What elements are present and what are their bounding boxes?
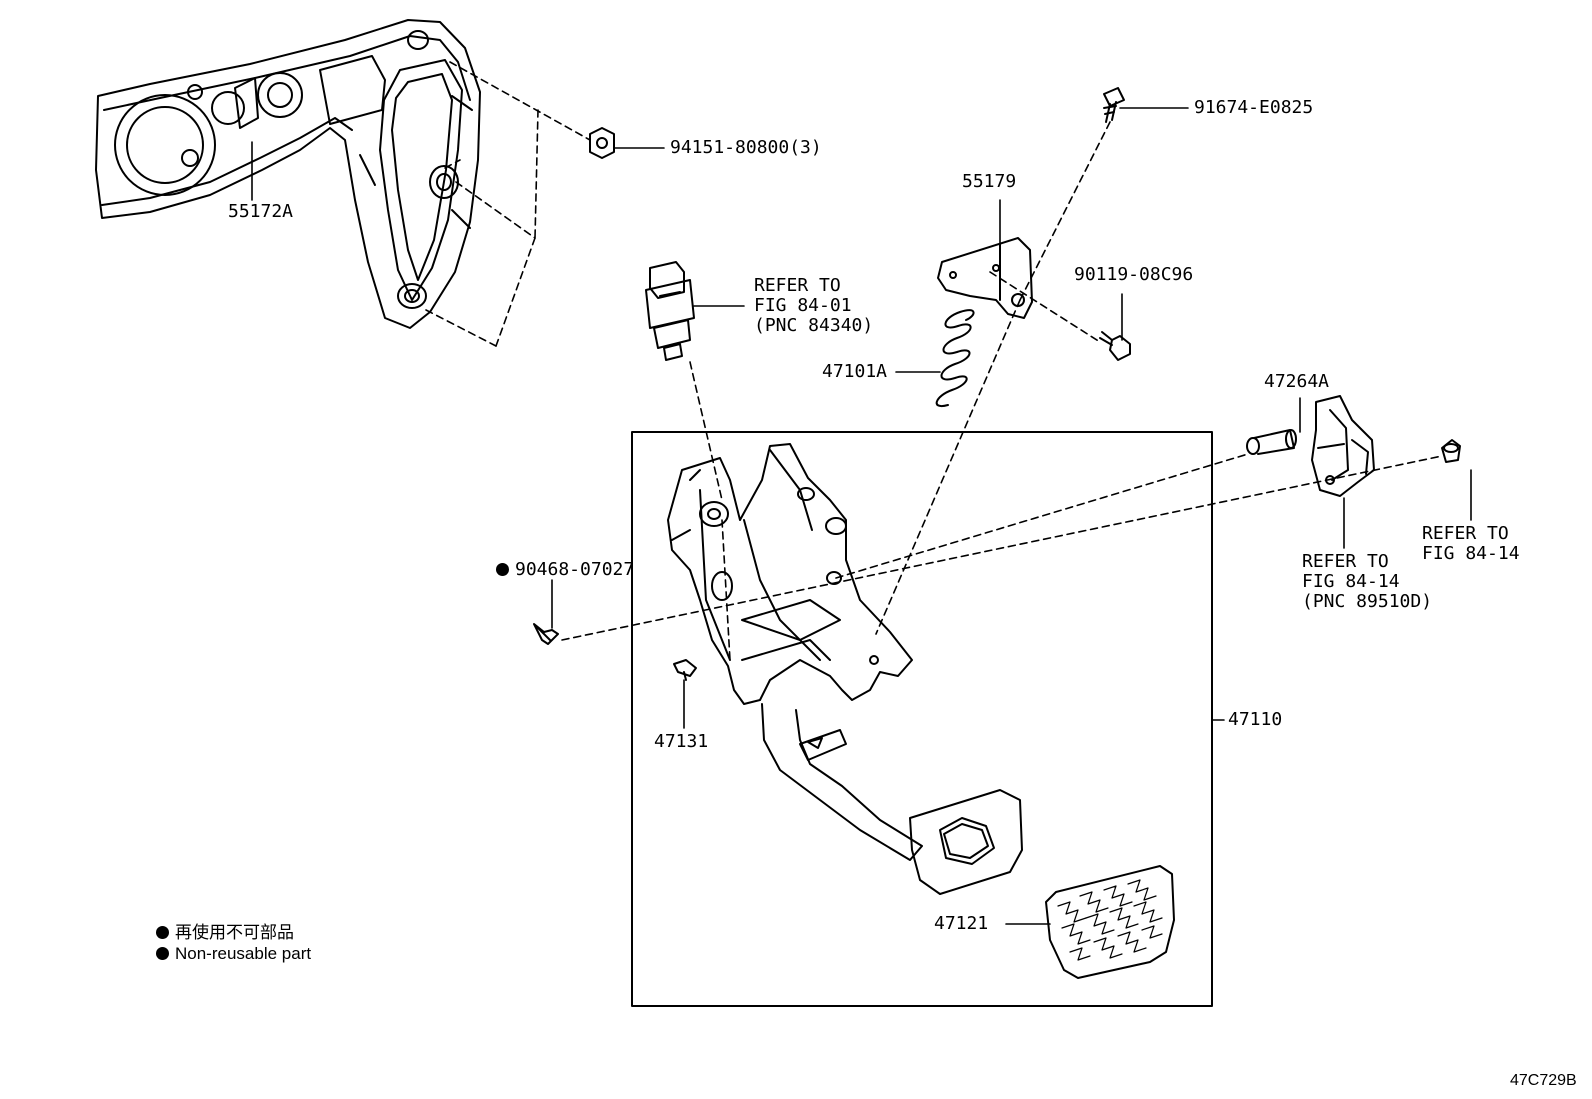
label-47101a: 47101A	[822, 361, 888, 382]
label-47110: 47110	[1228, 709, 1283, 730]
pad-cover-47121-drawing	[1045, 865, 1175, 979]
leader-lines	[251, 107, 1472, 925]
non-reusable-marker	[496, 563, 509, 576]
nut-94151-drawing	[589, 127, 615, 159]
legend-japanese: 再使用不可部品	[156, 918, 294, 943]
legend-english: Non-reusable part	[156, 944, 311, 964]
bolt-90119-drawing	[1099, 331, 1131, 361]
dashed-guides-bracket	[425, 61, 591, 347]
label-91674: 91674-E0825	[1194, 97, 1314, 118]
label-47264a: 47264A	[1264, 371, 1330, 392]
label-47131: 47131	[654, 731, 709, 752]
label-90468: 90468-07027	[496, 560, 634, 580]
bracket-55172a-drawing	[95, 19, 481, 329]
dashed-guides-assembly	[561, 121, 1443, 661]
switch-bracket-drawing	[1311, 395, 1375, 497]
bolt-91674-drawing	[1103, 87, 1125, 123]
stopper-47131-drawing	[673, 659, 697, 681]
clip-90468-drawing	[533, 623, 559, 645]
legend-dot	[156, 926, 169, 939]
label-94151: 94151-80800(3)	[670, 137, 822, 158]
label-90119: 90119-08C96	[1074, 264, 1194, 285]
stop-switch-drawing	[645, 261, 695, 361]
label-55172a: 55172A	[228, 201, 294, 222]
label-47121: 47121	[934, 913, 989, 934]
clip-drawing	[1441, 439, 1461, 463]
figure-id: 47C729B	[1510, 1072, 1577, 1089]
assembly-box-47110	[631, 431, 1213, 1007]
pin-47264a-drawing	[1246, 429, 1297, 455]
pedal-assembly-drawing	[667, 443, 1023, 895]
label-55179: 55179	[962, 171, 1017, 192]
spring-47101a-drawing	[935, 309, 975, 408]
legend-dot	[156, 947, 169, 960]
